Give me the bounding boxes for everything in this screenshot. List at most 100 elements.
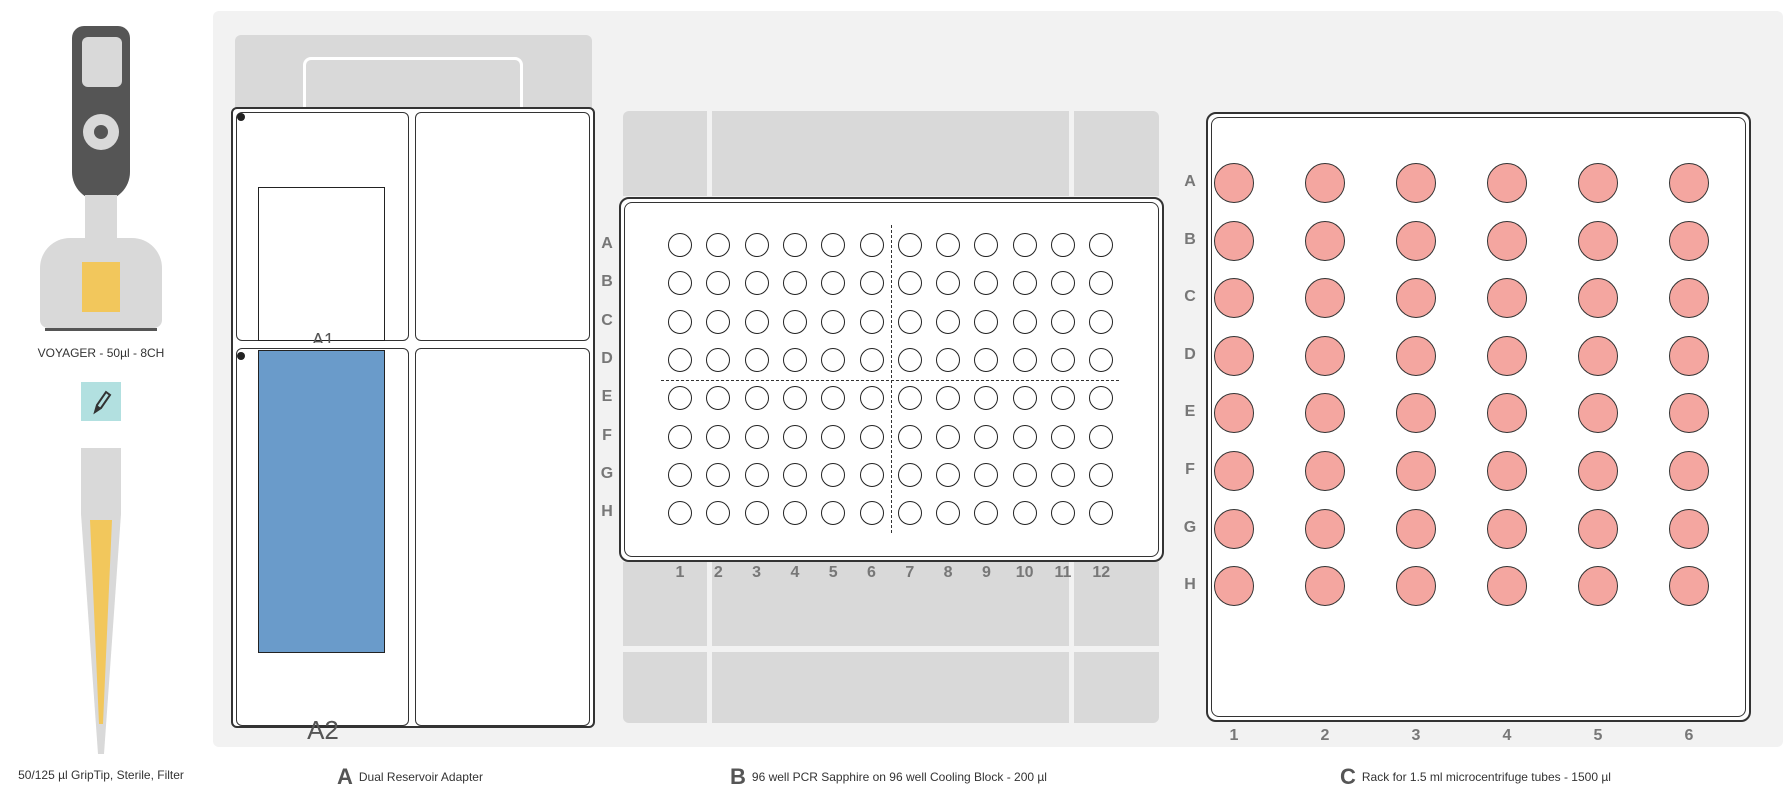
plate-well[interactable]	[1051, 501, 1075, 526]
rack-tube[interactable]	[1305, 508, 1345, 549]
rack-tube[interactable]	[1669, 393, 1709, 434]
plate-well[interactable]	[936, 424, 961, 449]
plate-well[interactable]	[821, 271, 846, 296]
plate-well[interactable]	[821, 462, 846, 487]
plate-well[interactable]	[1051, 347, 1075, 372]
plate-well[interactable]	[897, 424, 922, 449]
plate-well[interactable]	[668, 233, 692, 257]
plate-well[interactable]	[859, 233, 884, 257]
plate-well[interactable]	[1012, 233, 1037, 257]
plate-well[interactable]	[974, 271, 999, 296]
rack-tube[interactable]	[1396, 508, 1436, 549]
plate-well[interactable]	[936, 271, 961, 296]
rack-tube[interactable]	[1305, 335, 1345, 376]
plate-well[interactable]	[1051, 424, 1075, 449]
plate-well[interactable]	[782, 347, 807, 372]
plate-well[interactable]	[744, 271, 769, 296]
rack-tube[interactable]	[1578, 393, 1618, 434]
rack-tube[interactable]	[1396, 451, 1436, 491]
plate-well[interactable]	[859, 501, 884, 526]
rack-tube[interactable]	[1578, 508, 1618, 549]
plate-well[interactable]	[859, 271, 884, 296]
plate-well[interactable]	[1051, 233, 1075, 257]
rack-tube[interactable]	[1487, 451, 1527, 491]
rack-tube[interactable]	[1305, 451, 1345, 491]
plate-well[interactable]	[782, 271, 807, 296]
plate-well[interactable]	[1012, 424, 1037, 449]
rack-tube[interactable]	[1578, 220, 1618, 261]
plate-well[interactable]	[744, 309, 769, 334]
rack-tube[interactable]	[1669, 220, 1709, 261]
plate-well[interactable]	[1089, 462, 1114, 487]
plate-well[interactable]	[1012, 347, 1037, 372]
rack-tube[interactable]	[1669, 508, 1709, 549]
plate-well[interactable]	[668, 386, 692, 411]
plate-well[interactable]	[744, 424, 769, 449]
plate-well[interactable]	[974, 462, 999, 487]
plate-well[interactable]	[974, 424, 999, 449]
rack-tube[interactable]	[1578, 163, 1618, 203]
plate-well[interactable]	[936, 309, 961, 334]
rack-tube[interactable]	[1305, 278, 1345, 319]
rack-tube[interactable]	[1487, 335, 1527, 376]
rack-tube[interactable]	[1487, 278, 1527, 319]
rack-tube[interactable]	[1487, 393, 1527, 434]
plate-well[interactable]	[782, 309, 807, 334]
rack-tube[interactable]	[1214, 220, 1254, 261]
rack-tube[interactable]	[1305, 163, 1345, 203]
plate-well[interactable]	[821, 347, 846, 372]
plate-well[interactable]	[1089, 271, 1114, 296]
rack-tube[interactable]	[1214, 451, 1254, 491]
rack-tube[interactable]	[1487, 220, 1527, 261]
plate-well[interactable]	[821, 501, 846, 526]
plate-well[interactable]	[974, 233, 999, 257]
rack-tube[interactable]	[1214, 508, 1254, 549]
plate-well[interactable]	[936, 462, 961, 487]
plate-well[interactable]	[1089, 309, 1114, 334]
plate-well[interactable]	[859, 462, 884, 487]
reservoir-slot-a2[interactable]	[236, 348, 409, 726]
rack-tube[interactable]	[1578, 278, 1618, 319]
plate-well[interactable]	[706, 462, 731, 487]
plate-well[interactable]	[1089, 501, 1114, 526]
plate-well[interactable]	[821, 386, 846, 411]
plate-well[interactable]	[897, 501, 922, 526]
plate-well[interactable]	[821, 233, 846, 257]
plate-well[interactable]	[1089, 347, 1114, 372]
plate-well[interactable]	[668, 347, 692, 372]
plate-well[interactable]	[782, 462, 807, 487]
plate-well[interactable]	[744, 347, 769, 372]
plate-well[interactable]	[859, 386, 884, 411]
plate-well[interactable]	[668, 271, 692, 296]
plate-well[interactable]	[936, 386, 961, 411]
plate-well[interactable]	[744, 386, 769, 411]
plate-well[interactable]	[706, 501, 731, 526]
plate-well[interactable]	[1012, 271, 1037, 296]
rack-tube[interactable]	[1396, 220, 1436, 261]
plate-well[interactable]	[897, 271, 922, 296]
plate-well[interactable]	[974, 501, 999, 526]
plate-well[interactable]	[936, 233, 961, 257]
plate-well[interactable]	[706, 271, 731, 296]
plate-well[interactable]	[897, 347, 922, 372]
plate-well[interactable]	[1051, 462, 1075, 487]
plate-well[interactable]	[974, 347, 999, 372]
plate-well[interactable]	[668, 501, 692, 526]
plate-well[interactable]	[744, 233, 769, 257]
plate-well[interactable]	[782, 501, 807, 526]
plate-well[interactable]	[668, 462, 692, 487]
rack-tube[interactable]	[1669, 163, 1709, 203]
plate-well[interactable]	[706, 424, 731, 449]
plate-well[interactable]	[668, 424, 692, 449]
edit-pipette-button[interactable]	[81, 382, 121, 421]
rack-tube[interactable]	[1214, 566, 1254, 607]
plate-well[interactable]	[1051, 271, 1075, 296]
plate-well[interactable]	[974, 386, 999, 411]
rack-tube[interactable]	[1214, 163, 1254, 203]
rack-tube[interactable]	[1396, 335, 1436, 376]
rack-tube[interactable]	[1578, 335, 1618, 376]
rack-tube[interactable]	[1487, 163, 1527, 203]
plate-well[interactable]	[1012, 501, 1037, 526]
plate-well[interactable]	[821, 309, 846, 334]
plate-well[interactable]	[936, 347, 961, 372]
